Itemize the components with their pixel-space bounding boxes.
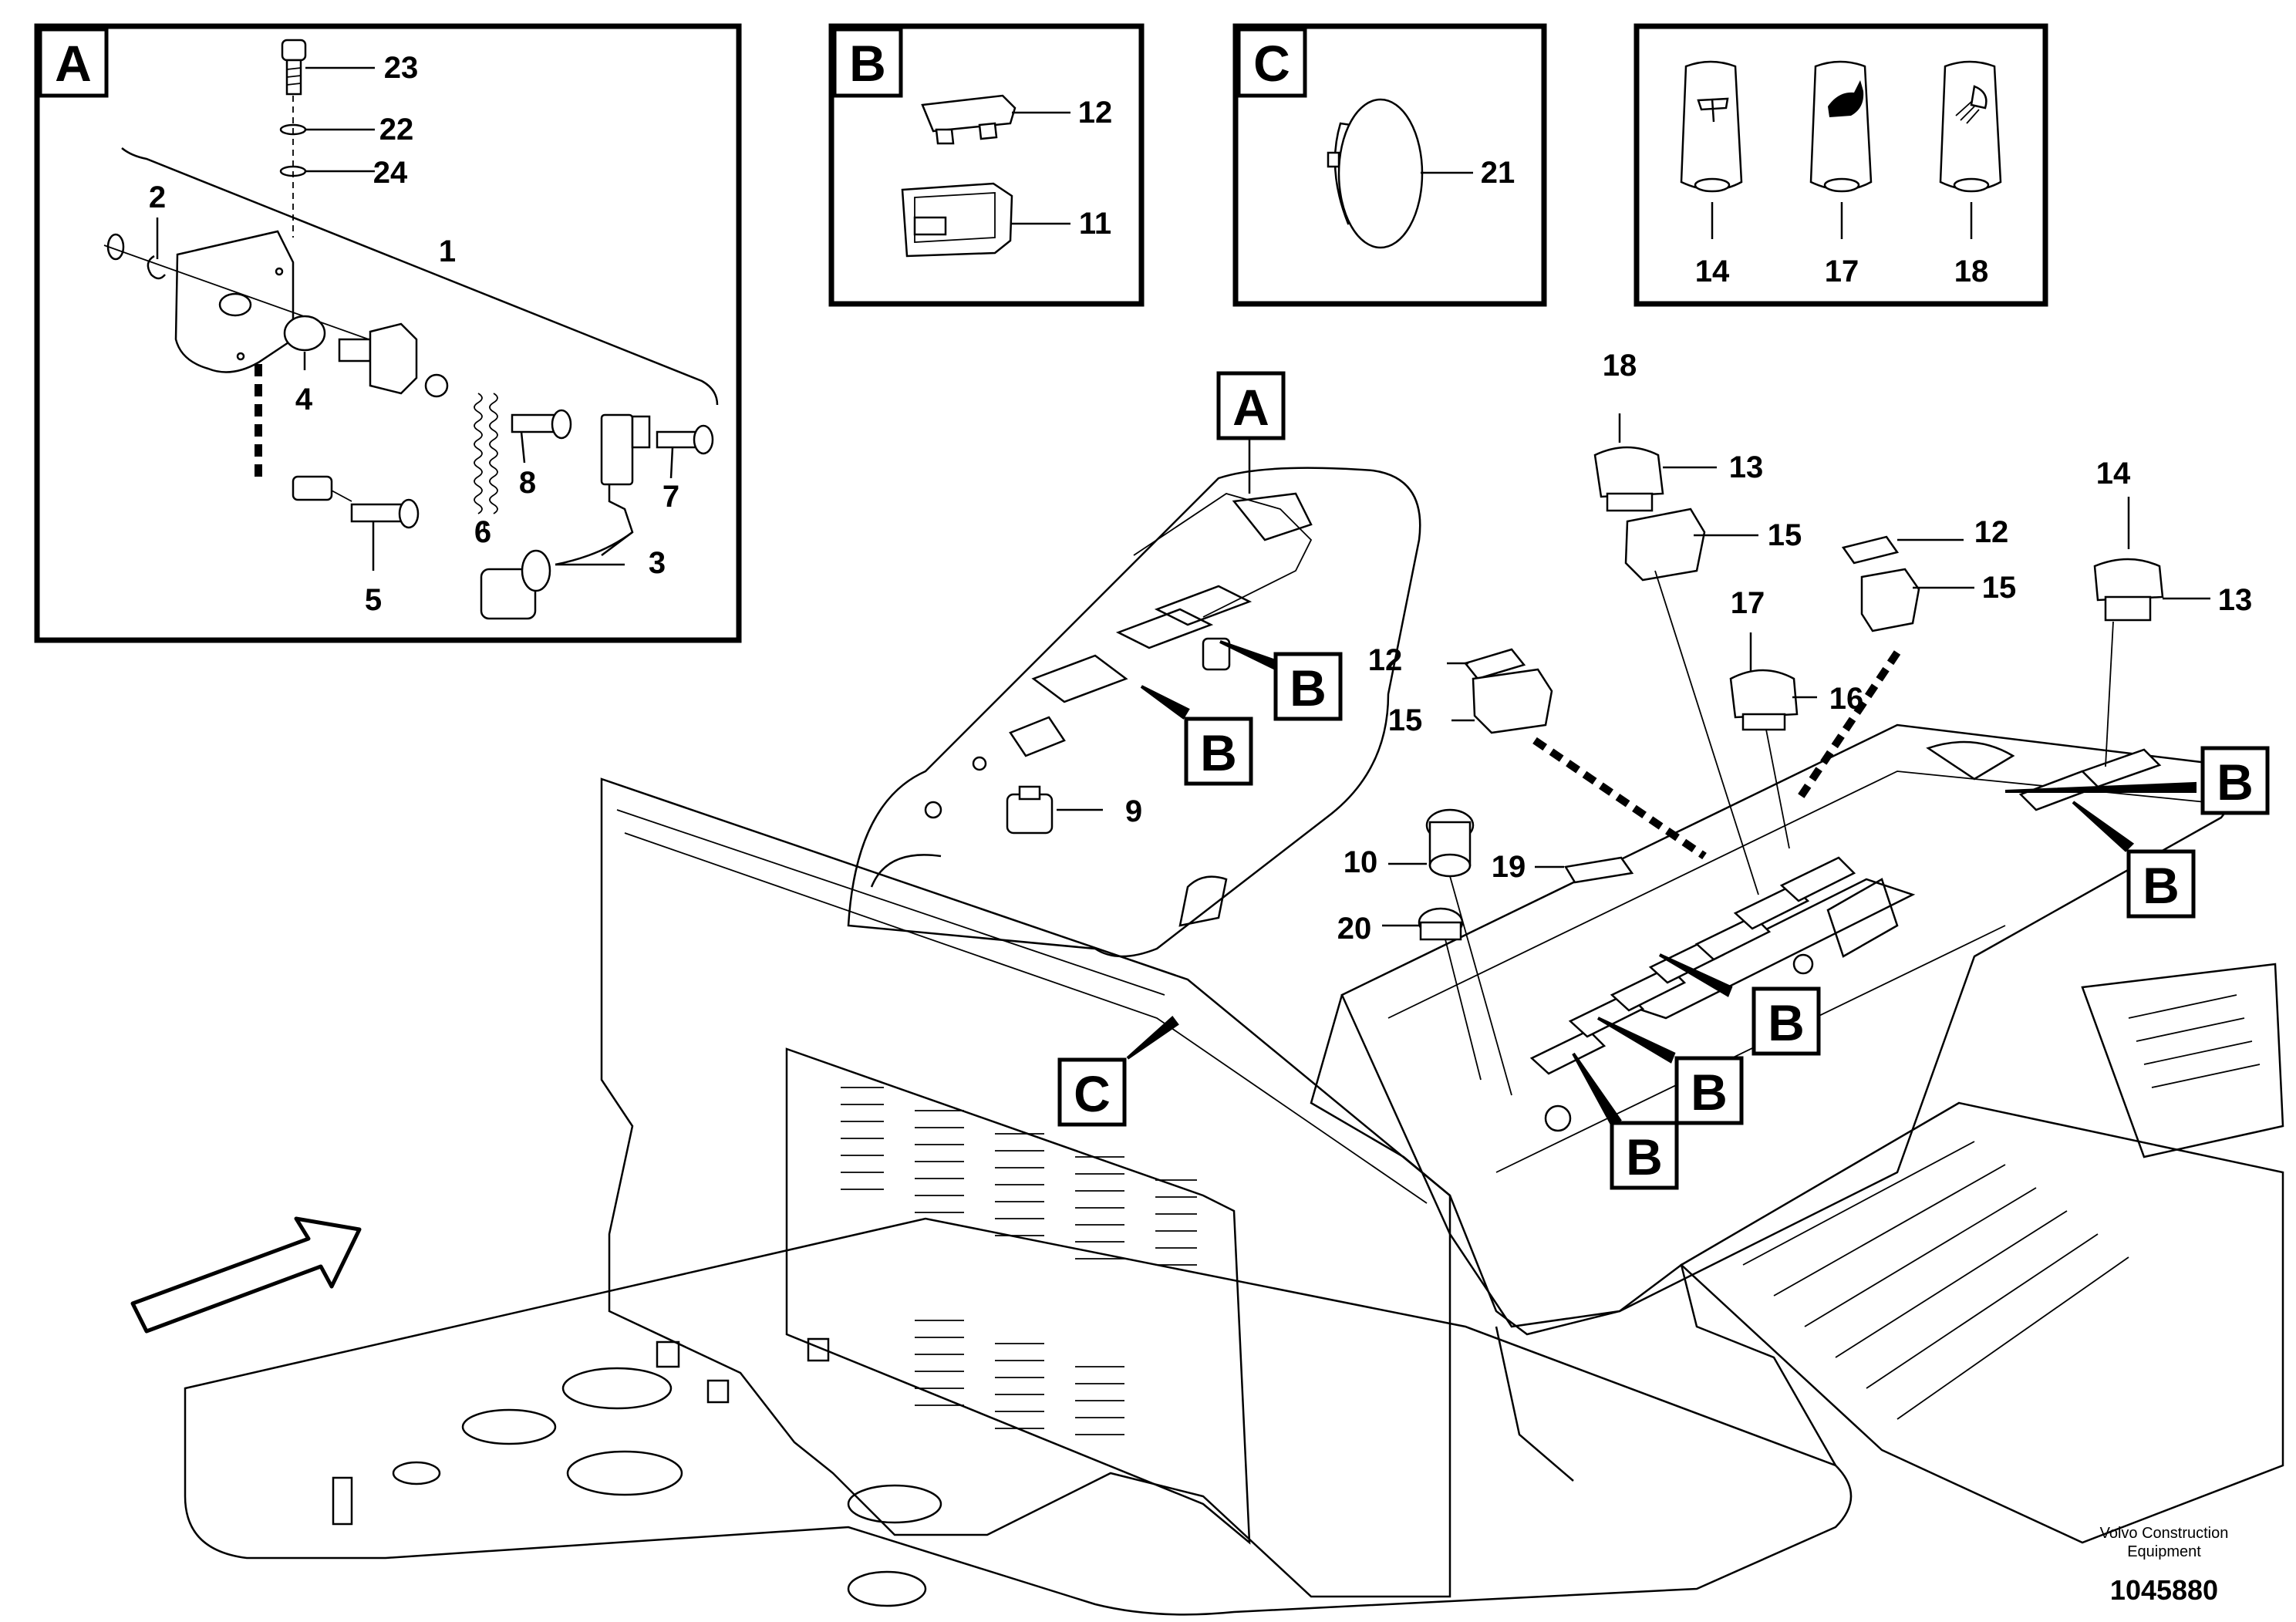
sensor-switch-drawing — [480, 413, 651, 620]
vent-louvers — [841, 1087, 1197, 1435]
view-label-b1: B — [1273, 652, 1343, 721]
callout-11: 11 — [1079, 207, 1111, 241]
speed-switch: 17 — [1809, 60, 1873, 288]
switch-9-drawing — [1006, 785, 1054, 835]
callout-17-detail: 17 — [1825, 255, 1859, 288]
detail-box-switches: 14 17 18 — [1633, 23, 2048, 307]
bracket-drawing — [174, 230, 295, 373]
view-label-b6: B — [1674, 1056, 1744, 1125]
view-label-b2: B — [1184, 717, 1253, 786]
svg-text:B: B — [1626, 1128, 1663, 1185]
main-assembly: A B B B B B B B — [130, 349, 2284, 1616]
company-line-1: Volvo Construction — [2100, 1525, 2229, 1542]
callout-17-main: 17 — [1731, 586, 1765, 620]
svg-text:B: B — [1691, 1064, 1728, 1121]
callout-12-right: 12 — [1974, 515, 2009, 549]
left-console-drawing — [847, 467, 1421, 958]
callout-6: 6 — [474, 515, 491, 549]
svg-text:B: B — [1768, 994, 1805, 1051]
wiper-icon — [1697, 97, 1729, 123]
callout-19: 19 — [1492, 850, 1526, 884]
callout-4: 4 — [295, 383, 313, 416]
callout-16: 16 — [1829, 682, 1864, 716]
view-label-b5: B — [1752, 986, 1821, 1056]
svg-text:B: B — [2143, 857, 2180, 914]
bolt-23-drawing — [281, 39, 375, 96]
callout-7: 7 — [663, 480, 679, 514]
callout-13-upper: 13 — [1729, 450, 1764, 484]
callout-9: 9 — [1125, 794, 1142, 828]
callout-13-right: 13 — [2218, 583, 2253, 617]
callout-10: 10 — [1344, 845, 1378, 879]
company-line-2: Equipment — [2127, 1543, 2201, 1560]
callout-12: 12 — [1078, 96, 1113, 130]
view-label-b3: B — [2200, 746, 2270, 815]
callout-14-detail: 14 — [1695, 255, 1730, 288]
detail-b-label: B — [849, 35, 886, 92]
callout-15-upper: 15 — [1768, 518, 1802, 552]
detail-c-label: C — [1253, 35, 1290, 92]
svg-text:B: B — [2217, 754, 2254, 811]
callout-22: 22 — [379, 113, 414, 147]
callout-14-main: 14 — [2096, 457, 2131, 491]
callout-8: 8 — [519, 466, 536, 500]
detail-box-c: C 21 — [1232, 23, 1547, 307]
floating-parts — [1418, 446, 2164, 1096]
callout-2: 2 — [149, 180, 166, 214]
work-light-icon — [1955, 85, 1988, 124]
detail-box-a: A — [34, 23, 742, 643]
detail-a-label: A — [55, 35, 92, 92]
svg-text:B: B — [1200, 724, 1237, 781]
callout-20: 20 — [1337, 912, 1372, 946]
callout-1: 1 — [439, 234, 456, 268]
callout-15-left: 15 — [1388, 703, 1423, 737]
view-label-c: C — [1057, 1057, 1127, 1127]
direction-arrow-icon — [130, 1216, 362, 1334]
document-number: 1045880 — [2110, 1574, 2218, 1606]
svg-text:B: B — [1290, 659, 1327, 717]
view-label-a: A — [1216, 371, 1286, 440]
work-light-switch: 18 — [1939, 60, 2002, 288]
wiper-switch: 14 — [1680, 60, 1743, 288]
spring-drawing — [474, 393, 498, 532]
footer: Volvo Construction Equipment 1045880 — [2100, 1525, 2229, 1606]
callout-18-main: 18 — [1603, 349, 1637, 383]
callout-21: 21 — [1481, 156, 1515, 190]
callout-12-left: 12 — [1368, 643, 1403, 677]
callout-24: 24 — [373, 156, 408, 190]
rabbit-icon — [1828, 80, 1864, 117]
seat-panel-drawing — [600, 777, 1451, 1598]
view-label-b4: B — [2126, 849, 2196, 919]
callout-15-right: 15 — [1982, 571, 2017, 605]
svg-text:A: A — [1232, 379, 1269, 436]
callout-5: 5 — [365, 583, 382, 617]
callout-18-detail: 18 — [1954, 255, 1989, 288]
svg-text:C: C — [1074, 1065, 1111, 1122]
detail-box-b: B 12 11 — [828, 23, 1145, 307]
view-label-b7: B — [1610, 1121, 1679, 1190]
callout-3: 3 — [649, 546, 666, 580]
callout-23: 23 — [384, 51, 419, 85]
leader-lines — [1057, 413, 2210, 1127]
